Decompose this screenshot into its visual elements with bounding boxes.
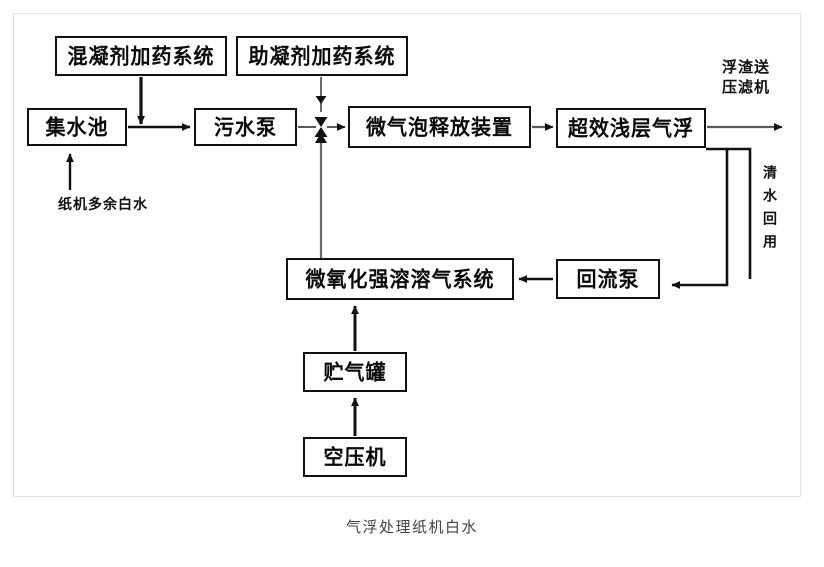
diagram-caption: 气浮处理纸机白水 xyxy=(345,519,478,536)
node-label: 集水池 xyxy=(45,114,109,140)
node-label: 空压机 xyxy=(323,444,387,470)
node-collection-tank[interactable]: 集水池 xyxy=(27,108,127,146)
node-sewage-pump[interactable]: 污水泵 xyxy=(194,108,297,146)
node-label: 贮气罐 xyxy=(323,359,387,385)
node-air-compressor[interactable]: 空压机 xyxy=(303,437,407,477)
label-clean-water-reuse: 清水回用 xyxy=(761,165,777,257)
node-reflux-pump[interactable]: 回流泵 xyxy=(556,259,660,299)
node-gas-storage-tank[interactable]: 贮气罐 xyxy=(303,352,407,392)
node-label: 助凝剂加药系统 xyxy=(248,43,396,69)
node-label: 混凝剂加药系统 xyxy=(67,43,215,69)
node-label: 回流泵 xyxy=(576,266,640,292)
node-coagulant-dosing[interactable]: 混凝剂加药系统 xyxy=(55,36,227,76)
node-flocculant-dosing[interactable]: 助凝剂加药系统 xyxy=(236,36,408,76)
label-excess-white-water: 纸机多余白水 xyxy=(58,197,148,213)
diagram-frame xyxy=(13,13,801,497)
node-shallow-air-flotation[interactable]: 超效浅层气浮 xyxy=(556,108,706,148)
node-label: 微气泡释放装置 xyxy=(366,114,513,140)
node-microbubble-release-unit[interactable]: 微气泡释放装置 xyxy=(348,106,531,148)
node-label: 污水泵 xyxy=(214,114,277,140)
label-scum-to-filter-press: 浮渣送压滤机 xyxy=(722,58,771,97)
node-label: 超效浅层气浮 xyxy=(568,115,694,141)
node-dissolving-gas-system[interactable]: 微氧化强溶溶气系统 xyxy=(286,258,514,300)
node-label: 微氧化强溶溶气系统 xyxy=(305,266,495,292)
